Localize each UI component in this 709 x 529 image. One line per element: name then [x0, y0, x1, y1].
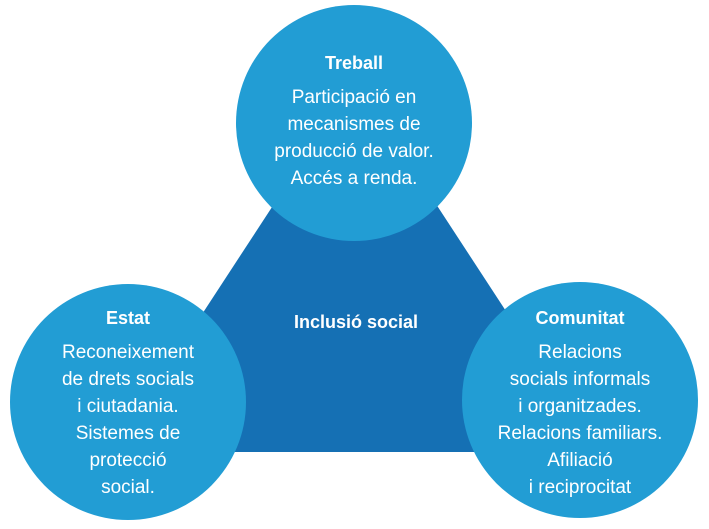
- node-line: Reconeixement: [61, 342, 195, 363]
- node-title: Treball: [324, 53, 384, 73]
- node-line: Sistemes de: [75, 423, 181, 444]
- node-line: Participació en: [291, 87, 417, 108]
- estat-circle: [10, 284, 246, 520]
- node-line: i ciutadania.: [77, 396, 179, 417]
- node-line: socials informals: [509, 369, 651, 390]
- estat-node: Estat Reconeixement de drets socials i c…: [10, 308, 246, 501]
- node-line: producció de valor.: [274, 141, 434, 162]
- node-title: Comunitat: [535, 308, 625, 328]
- treball-circle: [236, 5, 472, 241]
- node-line: social.: [101, 477, 155, 498]
- node-line: Afiliació: [547, 450, 613, 471]
- comunitat-circle: [462, 282, 698, 518]
- treball-node: Treball Participació en mecanismes de pr…: [236, 53, 472, 192]
- comunitat-node: Comunitat Relacions socials informals i …: [462, 308, 698, 501]
- node-line: Relacions: [538, 342, 622, 363]
- node-line: Relacions familiars.: [497, 423, 663, 444]
- node-line: Accés a renda.: [290, 168, 418, 189]
- center-label: Inclusió social: [293, 312, 419, 332]
- node-line: i reciprocitat: [528, 477, 632, 498]
- node-line: de drets socials: [61, 369, 194, 390]
- node-title: Estat: [105, 308, 150, 328]
- node-line: i organitzades.: [518, 396, 642, 417]
- node-line: protecció: [89, 450, 167, 471]
- node-line: mecanismes de: [287, 114, 421, 135]
